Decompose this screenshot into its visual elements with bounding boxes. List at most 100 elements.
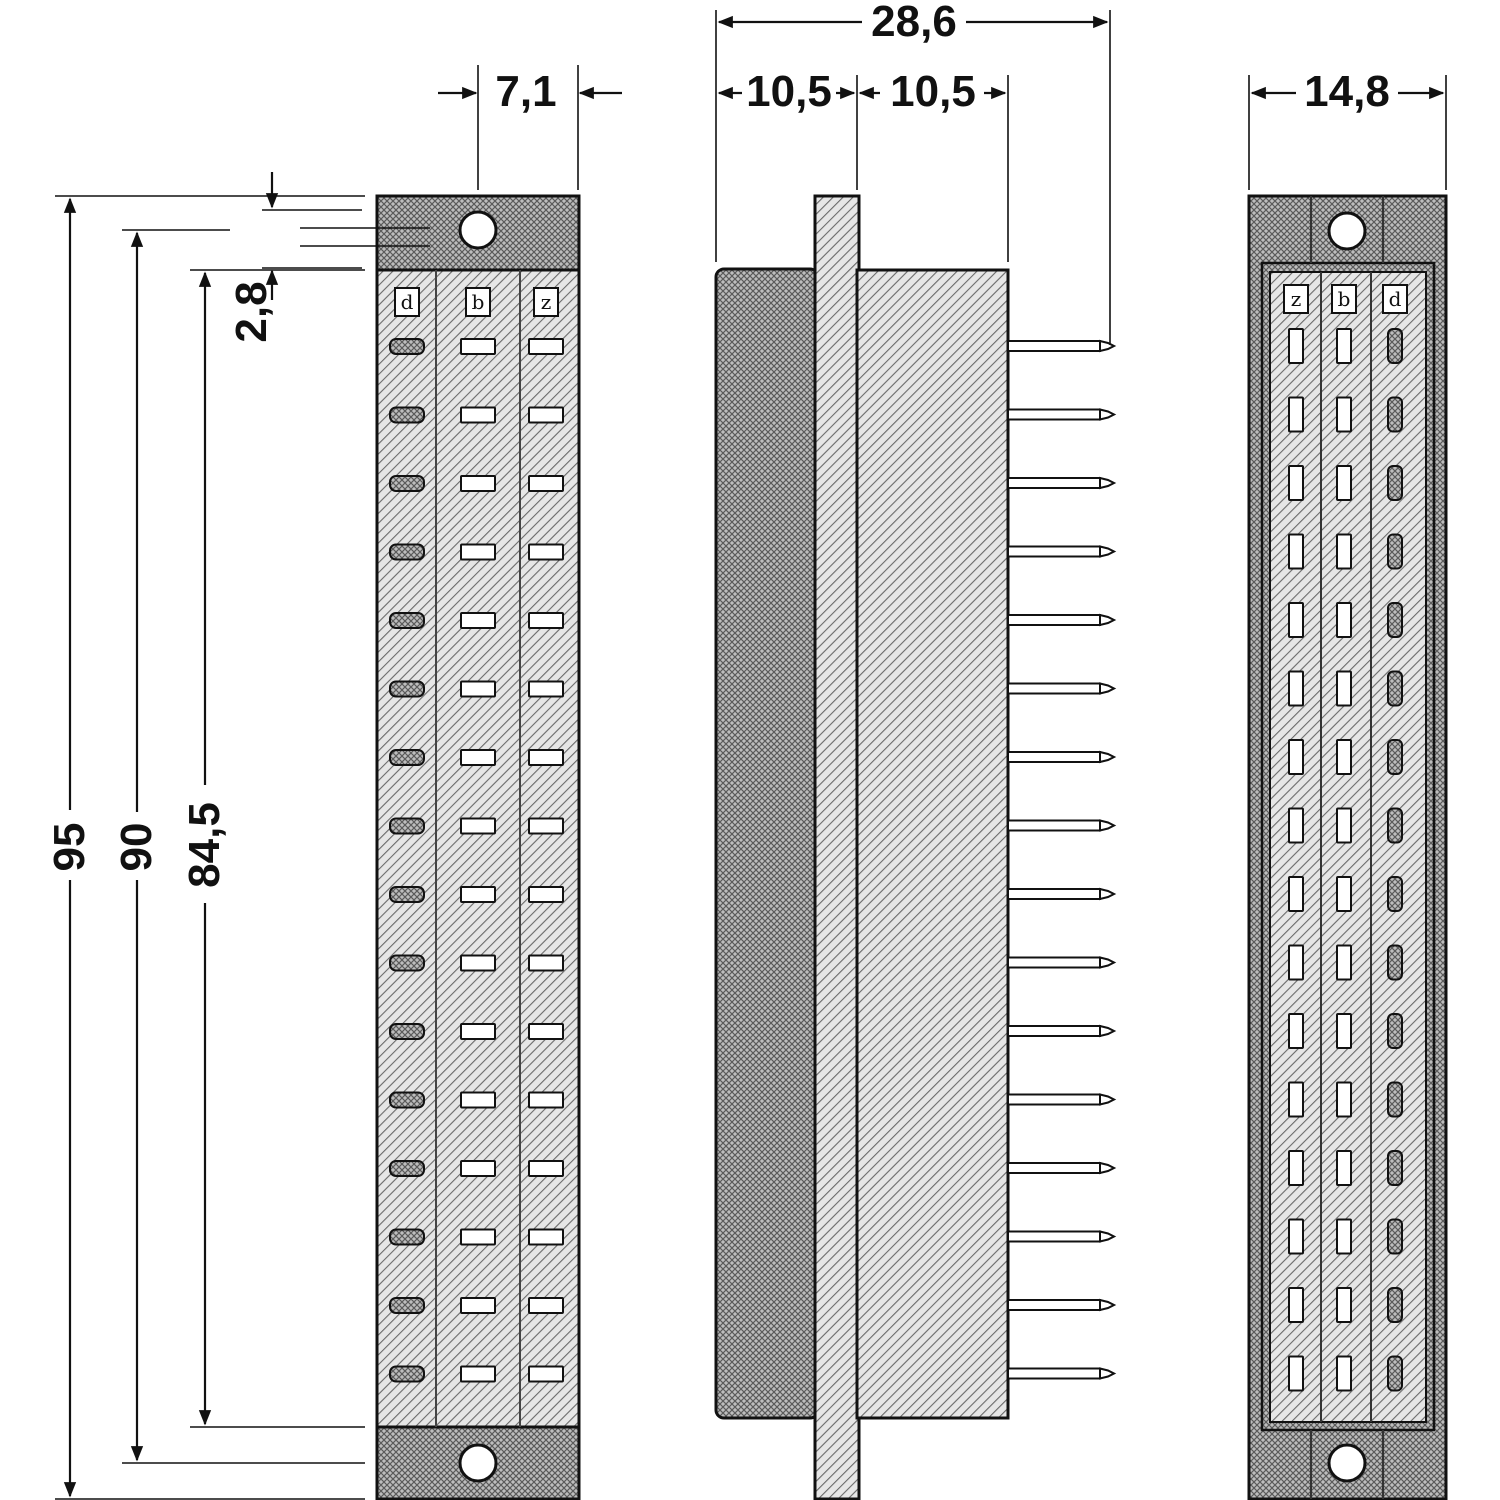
front-contact: [389, 886, 425, 903]
front-contact: [389, 1091, 425, 1109]
front-contact: [528, 1297, 564, 1314]
front-contact: [528, 612, 564, 629]
svg-text:d: d: [1389, 287, 1402, 311]
side-pin: [1007, 750, 1117, 764]
back-contact: [1336, 533, 1352, 570]
svg-text:z: z: [541, 290, 552, 314]
back-inner-frame: [1260, 261, 1436, 1432]
back-contact: [1387, 807, 1403, 844]
back-contact: [1288, 1013, 1304, 1049]
svg-text:b: b: [472, 290, 485, 314]
back-contact: [1387, 1081, 1403, 1118]
side-mating-body: [714, 267, 820, 1420]
front-contact: [460, 612, 496, 629]
front-contact: [528, 817, 564, 835]
front-contact: [389, 475, 425, 492]
back-top-mount-hole: [1327, 211, 1367, 251]
back-bottom-mount-hole: [1327, 1443, 1367, 1483]
front-contact: [389, 954, 425, 972]
front-body: [375, 268, 581, 1429]
back-contact: [1288, 739, 1304, 775]
back-contact: [1288, 533, 1304, 570]
front-contact: [460, 1297, 496, 1314]
front-contact: [460, 475, 496, 492]
dimension-84-5: 84,5: [179, 269, 365, 1428]
back-contact: [1387, 533, 1403, 570]
front-contact: [460, 406, 496, 424]
front-contact: [389, 612, 425, 629]
side-flange: [813, 194, 861, 1500]
front-contact: [460, 1160, 496, 1177]
back-contact: [1288, 670, 1304, 707]
front-column-label-b: b: [465, 287, 491, 317]
front-contact: [460, 680, 496, 698]
dimension-10-5-right: 10,5: [858, 67, 1007, 116]
svg-text:b: b: [1338, 287, 1351, 311]
back-contact: [1387, 465, 1403, 501]
back-contact: [1387, 739, 1403, 775]
dim-offset-label: 2,8: [227, 281, 276, 342]
side-pin: [1007, 339, 1117, 353]
back-contact: [1288, 602, 1304, 638]
side-pin: [1007, 1093, 1117, 1106]
dim-side-left-label: 10,5: [746, 67, 832, 116]
side-rear-body: [855, 268, 1010, 1420]
side-pin: [1007, 682, 1117, 695]
front-contact: [389, 406, 425, 424]
front-column-label-d: d: [394, 287, 420, 317]
back-contact: [1387, 396, 1403, 433]
front-contact: [528, 406, 564, 424]
side-pin: [1007, 1024, 1117, 1038]
back-contact: [1336, 944, 1352, 981]
side-pin: [1007, 476, 1117, 490]
front-contact: [528, 543, 564, 561]
front-contact: [389, 1023, 425, 1040]
front-contact: [460, 1365, 496, 1383]
front-contact: [528, 1160, 564, 1177]
front-contact: [528, 886, 564, 903]
side-pin: [1007, 1161, 1117, 1175]
front-contact: [460, 1091, 496, 1109]
side-pin: [1007, 1367, 1117, 1380]
back-contact: [1336, 465, 1352, 501]
front-contact: [460, 954, 496, 972]
back-contact: [1336, 396, 1352, 433]
back-column-label-b: b: [1331, 284, 1357, 314]
front-contact: [528, 954, 564, 972]
dim-side-total-label: 28,6: [871, 0, 957, 46]
front-contact: [528, 680, 564, 698]
back-column-label-d: d: [1382, 284, 1408, 314]
back-contact: [1288, 465, 1304, 501]
back-contact: [1336, 1081, 1352, 1118]
side-pin: [1007, 887, 1117, 901]
side-solder-pins: [1007, 339, 1117, 1380]
back-contact: [1288, 396, 1304, 433]
front-contact: [389, 338, 425, 355]
back-contact: [1336, 670, 1352, 707]
front-contact: [389, 1160, 425, 1177]
dim-front-width-label: 7,1: [495, 67, 556, 116]
front-contact: [389, 1228, 425, 1246]
front-contact: [528, 1023, 564, 1040]
dimension-10-5-left: 10,5: [717, 67, 1009, 262]
back-contact: [1336, 876, 1352, 912]
back-contact: [1288, 807, 1304, 844]
back-contact: [1387, 670, 1403, 707]
back-contacts: [1288, 328, 1403, 1392]
back-contact: [1288, 944, 1304, 981]
front-contact: [460, 1228, 496, 1246]
svg-text:d: d: [401, 290, 414, 314]
back-contact: [1336, 602, 1352, 638]
back-contact: [1288, 1355, 1304, 1392]
front-contact: [528, 1091, 564, 1109]
dim-pin-height-label: 84,5: [180, 802, 229, 888]
side-pin: [1007, 613, 1117, 627]
side-view: [714, 194, 1117, 1500]
back-contact: [1288, 876, 1304, 912]
back-contact: [1336, 1218, 1352, 1255]
front-contact: [389, 1297, 425, 1314]
back-contact: [1387, 1013, 1403, 1049]
